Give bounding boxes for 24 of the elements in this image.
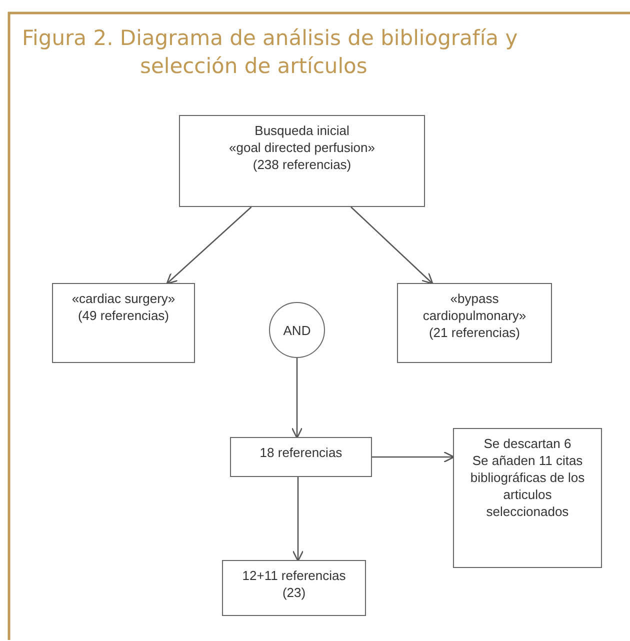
node-text: Se descartan 6 (484, 435, 572, 452)
process-box (230, 437, 372, 477)
process-box (222, 560, 366, 616)
node-text: (21 referencias) (428, 324, 520, 341)
node-text: Busqueda inicial (254, 122, 350, 139)
node-text: 18 referencias (260, 444, 342, 461)
figure-title: Figura 2. Diagrama de análisis de bibliografía y selección de artículos (22, 25, 519, 80)
node-text: «cardiac surgery» (72, 290, 176, 307)
process-box (52, 283, 195, 363)
node-text: «goal directed perfusion» (229, 139, 375, 156)
process-box (179, 115, 425, 207)
node-text: «bypass cardiopulmonary» (422, 290, 528, 324)
process-box (453, 428, 602, 568)
node-text: Se añaden 11 citas bibliográficas de los articulos seleccionados (469, 452, 586, 520)
arrow (291, 358, 303, 439)
arrow (166, 206, 252, 284)
arrow (350, 206, 434, 284)
node-text: (49 referencias) (78, 307, 170, 324)
arrow (292, 477, 304, 562)
node-text: (238 referencias) (252, 156, 352, 173)
process-box (397, 283, 552, 363)
node-text: AND (283, 322, 311, 338)
node-text: 12+11 referencias (23) (241, 567, 347, 601)
arrow (372, 451, 455, 463)
